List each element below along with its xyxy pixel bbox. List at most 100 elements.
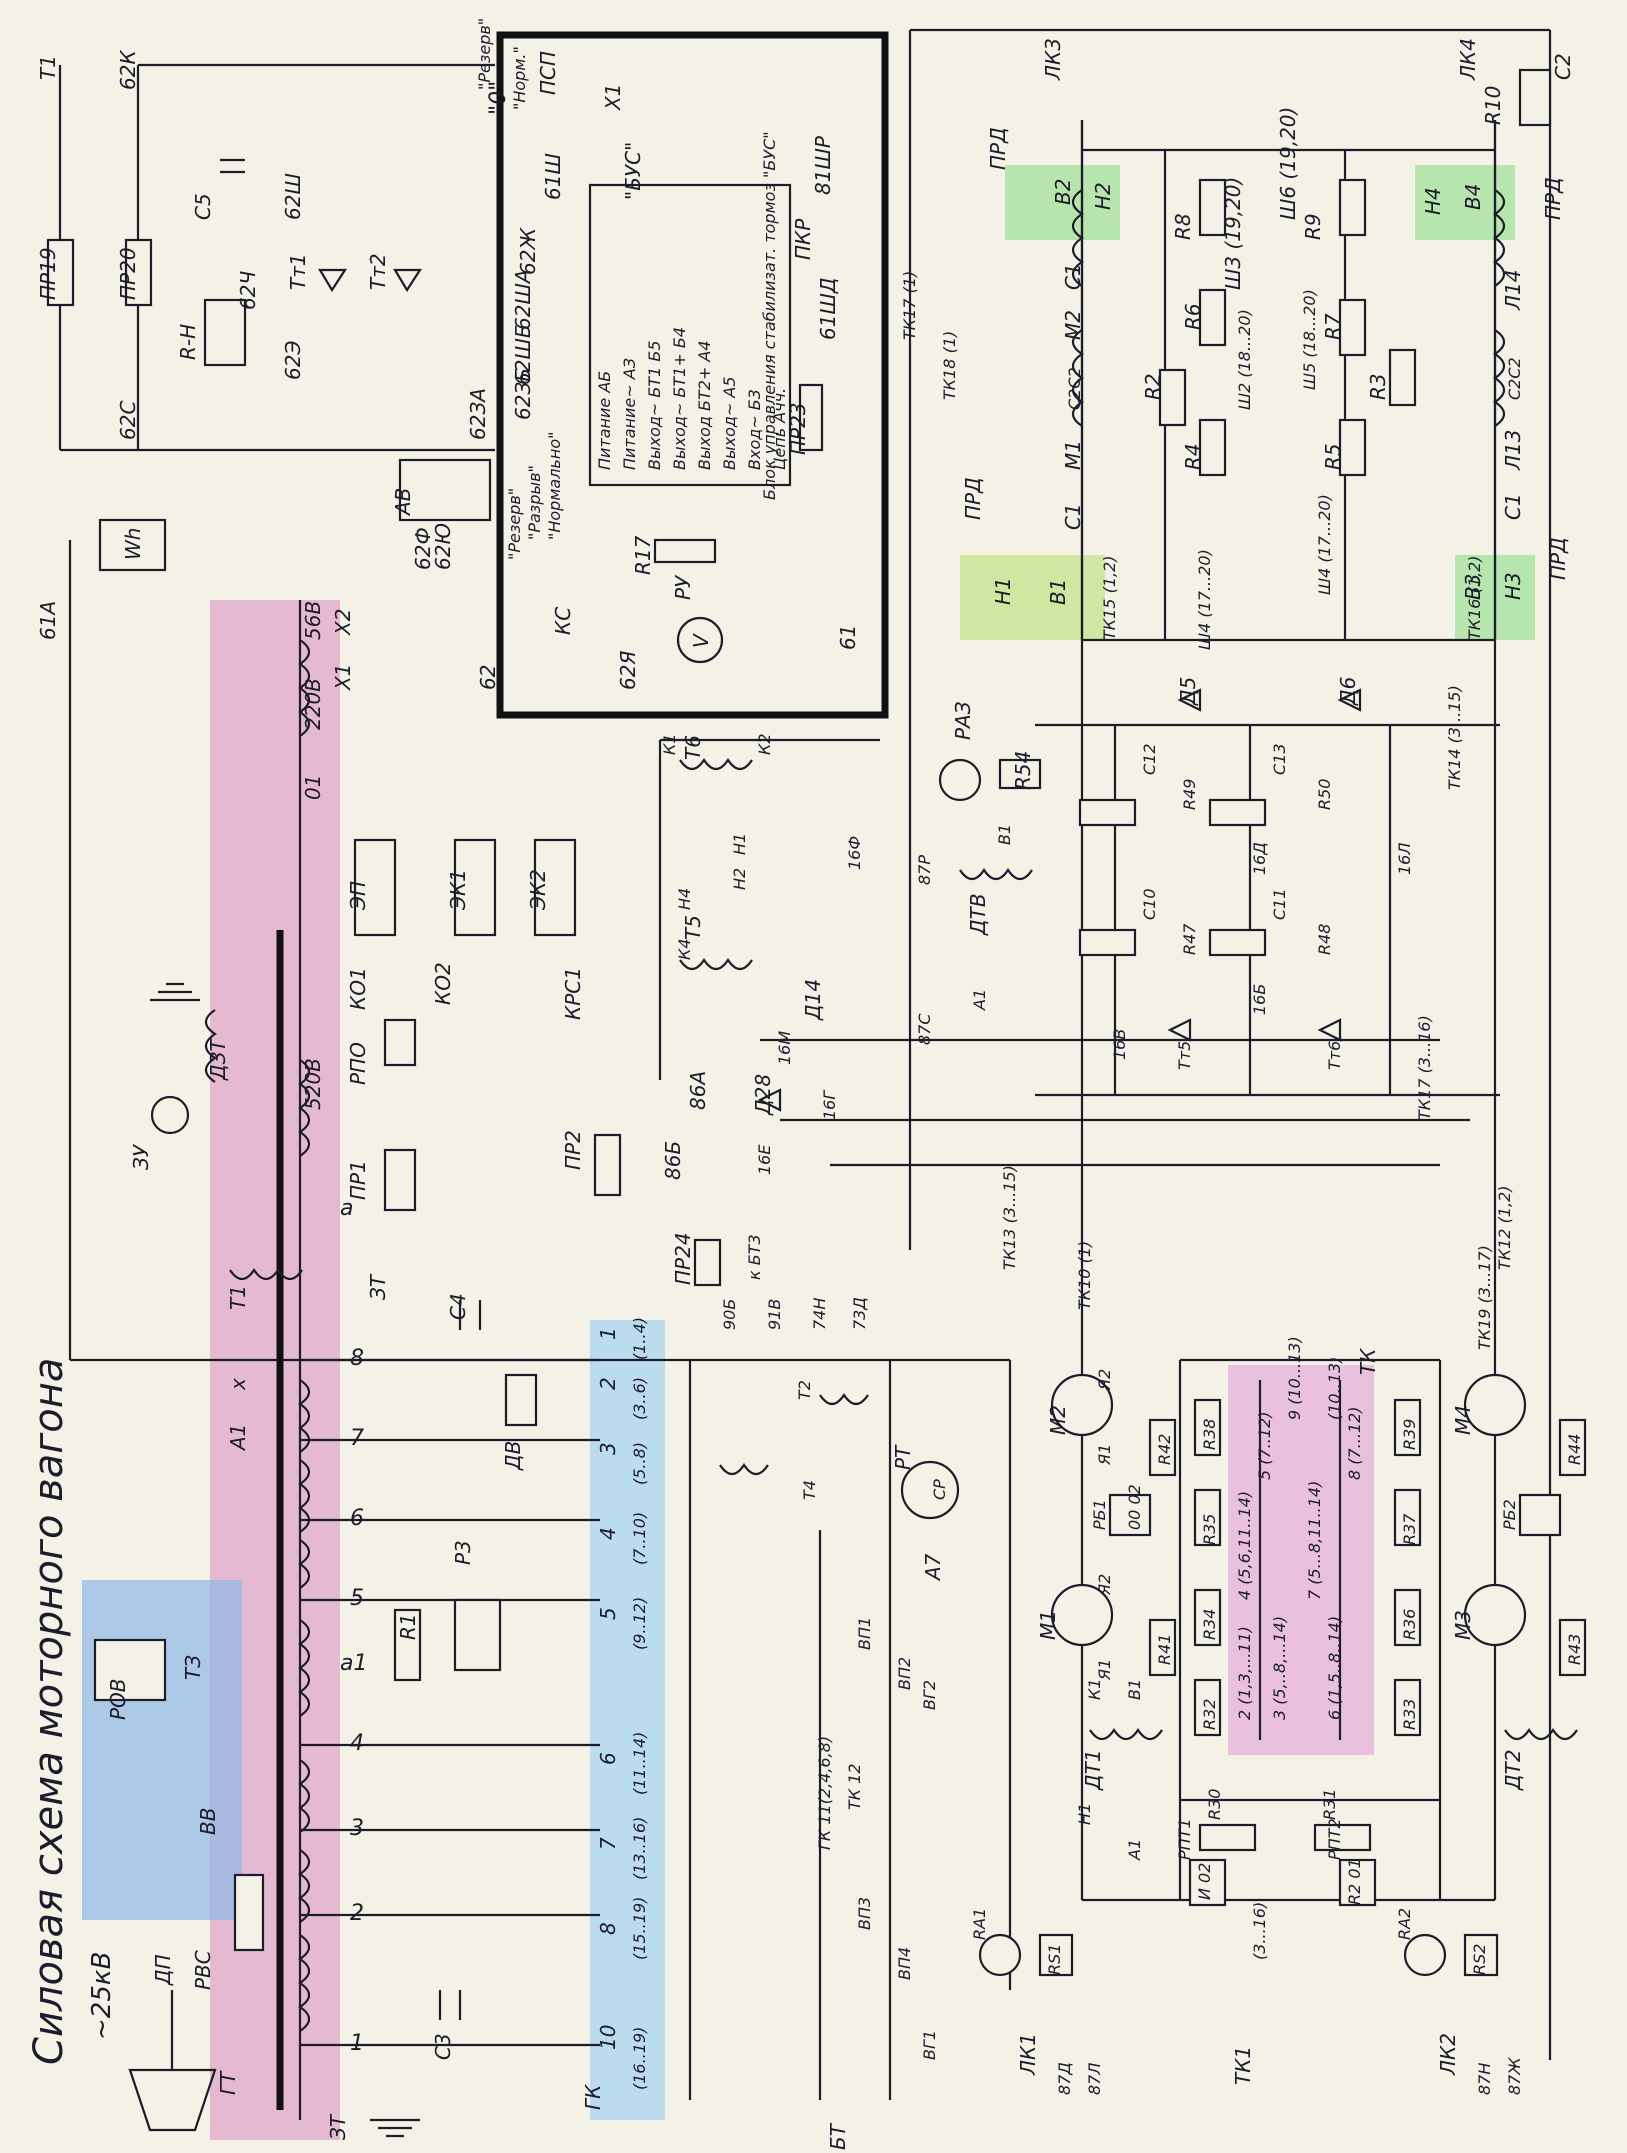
svg-text:С13: С13 xyxy=(1270,743,1289,775)
svg-text:Н1: Н1 xyxy=(1075,1803,1094,1825)
svg-text:ДП: ДП xyxy=(151,1954,175,1986)
svg-text:R36: R36 xyxy=(1400,1609,1419,1640)
svg-text:R43: R43 xyxy=(1565,1634,1584,1665)
traction-motor-labels: М2 Я2 Я1 R42 R38 РБ1 00 02 R35 М1 Я2 Я1 … xyxy=(970,1348,1584,2095)
svg-text:Выход~ БТ1+ Б4: Выход~ БТ1+ Б4 xyxy=(670,327,689,470)
svg-text:6: 6 xyxy=(350,1506,364,1531)
svg-text:РОВ: РОВ xyxy=(106,1678,130,1720)
svg-text:61: 61 xyxy=(836,625,860,650)
svg-text:R33: R33 xyxy=(1400,1699,1419,1730)
svg-text:ТК19 (3...17): ТК19 (3...17) xyxy=(1475,1245,1494,1350)
svg-text:КС: КС xyxy=(551,607,575,635)
svg-text:4: 4 xyxy=(350,1731,364,1756)
svg-text:01: 01 xyxy=(301,775,325,800)
svg-text:Т1: Т1 xyxy=(36,55,60,80)
svg-text:(1..4): (1..4) xyxy=(630,1317,649,1360)
svg-text:ПР19: ПР19 xyxy=(36,247,60,300)
svg-text:87Н: 87Н xyxy=(1475,2063,1494,2095)
svg-text:62Я: 62Я xyxy=(616,651,640,690)
svg-text:R47: R47 xyxy=(1180,923,1199,955)
svg-text:R-Н: R-Н xyxy=(176,324,200,360)
svg-text:Т2: Т2 xyxy=(795,1380,814,1400)
svg-text:"Резерв": "Резерв" xyxy=(475,18,494,90)
svg-text:ПР1: ПР1 xyxy=(346,1160,370,1200)
svg-text:Я2: Я2 xyxy=(1095,1369,1114,1391)
svg-text:Я1: Я1 xyxy=(1095,1659,1114,1681)
svg-text:R54: R54 xyxy=(1011,751,1035,790)
svg-text:С11: С11 xyxy=(1270,888,1289,920)
svg-text:16Д: 16Д xyxy=(1250,842,1269,875)
svg-text:5: 5 xyxy=(350,1586,364,1611)
svg-text:(13..16): (13..16) xyxy=(630,1817,649,1880)
svg-text:ВП4: ВП4 xyxy=(895,1947,914,1980)
svg-text:ПР20: ПР20 xyxy=(116,247,140,300)
svg-text:В1: В1 xyxy=(995,824,1014,845)
svg-text:СР: СР xyxy=(930,1479,949,1500)
svg-text:R2 01: R2 01 xyxy=(1345,1858,1364,1905)
svg-text:R35: R35 xyxy=(1200,1514,1219,1545)
svg-text:Р3: Р3 xyxy=(451,1540,475,1565)
svg-text:Н1: Н1 xyxy=(730,833,749,855)
svg-text:R1: R1 xyxy=(396,1613,420,1640)
svg-text:ДВ: ДВ xyxy=(501,1441,525,1471)
svg-text:Х2: Х2 xyxy=(331,609,355,636)
svg-text:ЛК3: ЛК3 xyxy=(1041,38,1065,81)
svg-text:ВП2: ВП2 xyxy=(895,1657,914,1690)
svg-text:R6: R6 xyxy=(1181,303,1205,330)
svg-text:1: 1 xyxy=(596,1327,620,1340)
svg-text:62Ю: 62Ю xyxy=(431,523,455,570)
svg-text:В1: В1 xyxy=(1125,1679,1144,1700)
svg-text:3: 3 xyxy=(350,1816,364,1841)
svg-text:R41: R41 xyxy=(1155,1634,1174,1665)
svg-text:С12: С12 xyxy=(1140,743,1159,775)
svg-text:Ш3 (19,20): Ш3 (19,20) xyxy=(1221,177,1245,290)
svg-text:К4: К4 xyxy=(675,938,694,960)
svg-text:Т1: Т1 xyxy=(226,1285,250,1310)
svg-text:R49: R49 xyxy=(1180,779,1199,810)
svg-text:А1: А1 xyxy=(1125,1839,1144,1861)
svg-text:КО2: КО2 xyxy=(431,962,455,1005)
svg-text:ТК1: ТК1 xyxy=(1231,2046,1255,2085)
svg-text:Х1: Х1 xyxy=(331,664,355,691)
svg-text:Л14: Л14 xyxy=(1501,270,1525,312)
svg-text:С2С2: С2С2 xyxy=(1505,357,1524,400)
svg-text:6 (1,5..8..14): 6 (1,5..8..14) xyxy=(1325,1616,1344,1720)
svg-text:"Норм.": "Норм." xyxy=(510,46,529,110)
svg-text:RA2: RA2 xyxy=(1395,1908,1414,1940)
svg-text:АВ: АВ xyxy=(391,488,415,517)
svg-text:(16..19): (16..19) xyxy=(630,2027,649,2090)
svg-text:ЗТ: ЗТ xyxy=(326,2113,350,2140)
svg-text:Д14: Д14 xyxy=(801,979,825,1021)
svg-text:62Ф: 62Ф xyxy=(411,527,435,570)
svg-text:5: 5 xyxy=(596,1607,620,1620)
svg-text:К1: К1 xyxy=(660,733,679,755)
svg-text:ЭК1: ЭК1 xyxy=(446,869,470,911)
svg-text:К2: К2 xyxy=(755,733,774,755)
svg-text:К1: К1 xyxy=(1085,1678,1104,1700)
svg-text:С5: С5 xyxy=(191,193,215,220)
svg-text:ПР24: ПР24 xyxy=(671,1232,695,1285)
svg-text:87Л: 87Л xyxy=(1085,2063,1104,2095)
svg-text:Wh: Wh xyxy=(121,528,145,560)
svg-text:"БУС": "БУС" xyxy=(621,142,645,200)
svg-text:62ША: 62ША xyxy=(511,269,535,330)
svg-text:R42: R42 xyxy=(1155,1434,1174,1465)
supply-voltage: ~25кВ xyxy=(87,1952,117,2040)
svg-text:Т4: Т4 xyxy=(800,1480,819,1500)
svg-text:R48: R48 xyxy=(1315,924,1334,955)
svg-text:Н3: Н3 xyxy=(1501,572,1525,600)
diagram-title: Силовая схема моторного вагона xyxy=(26,1358,72,2065)
svg-text:ГТ: ГТ xyxy=(216,2070,240,2095)
svg-text:ТК18 (1): ТК18 (1) xyxy=(940,331,959,400)
svg-text:Ш2 (18...20): Ш2 (18...20) xyxy=(1235,309,1254,410)
motor-field-labels: ЛК3 ЛК4 С2 R10 ПРД В2 Н2 R8 Ш3 (19,20) Ш… xyxy=(900,38,1575,650)
svg-text:16Е: 16Е xyxy=(755,1144,774,1175)
svg-text:Т6: Т6 xyxy=(681,735,705,760)
svg-text:(7..10): (7..10) xyxy=(630,1512,649,1565)
svg-text:М4: М4 xyxy=(1451,1405,1475,1435)
svg-text:16Л: 16Л xyxy=(1395,843,1414,875)
svg-text:62Ш: 62Ш xyxy=(281,173,305,220)
middle-components xyxy=(679,688,1362,1520)
svg-text:R32: R32 xyxy=(1200,1699,1219,1730)
svg-text:62К: 62К xyxy=(116,50,140,90)
